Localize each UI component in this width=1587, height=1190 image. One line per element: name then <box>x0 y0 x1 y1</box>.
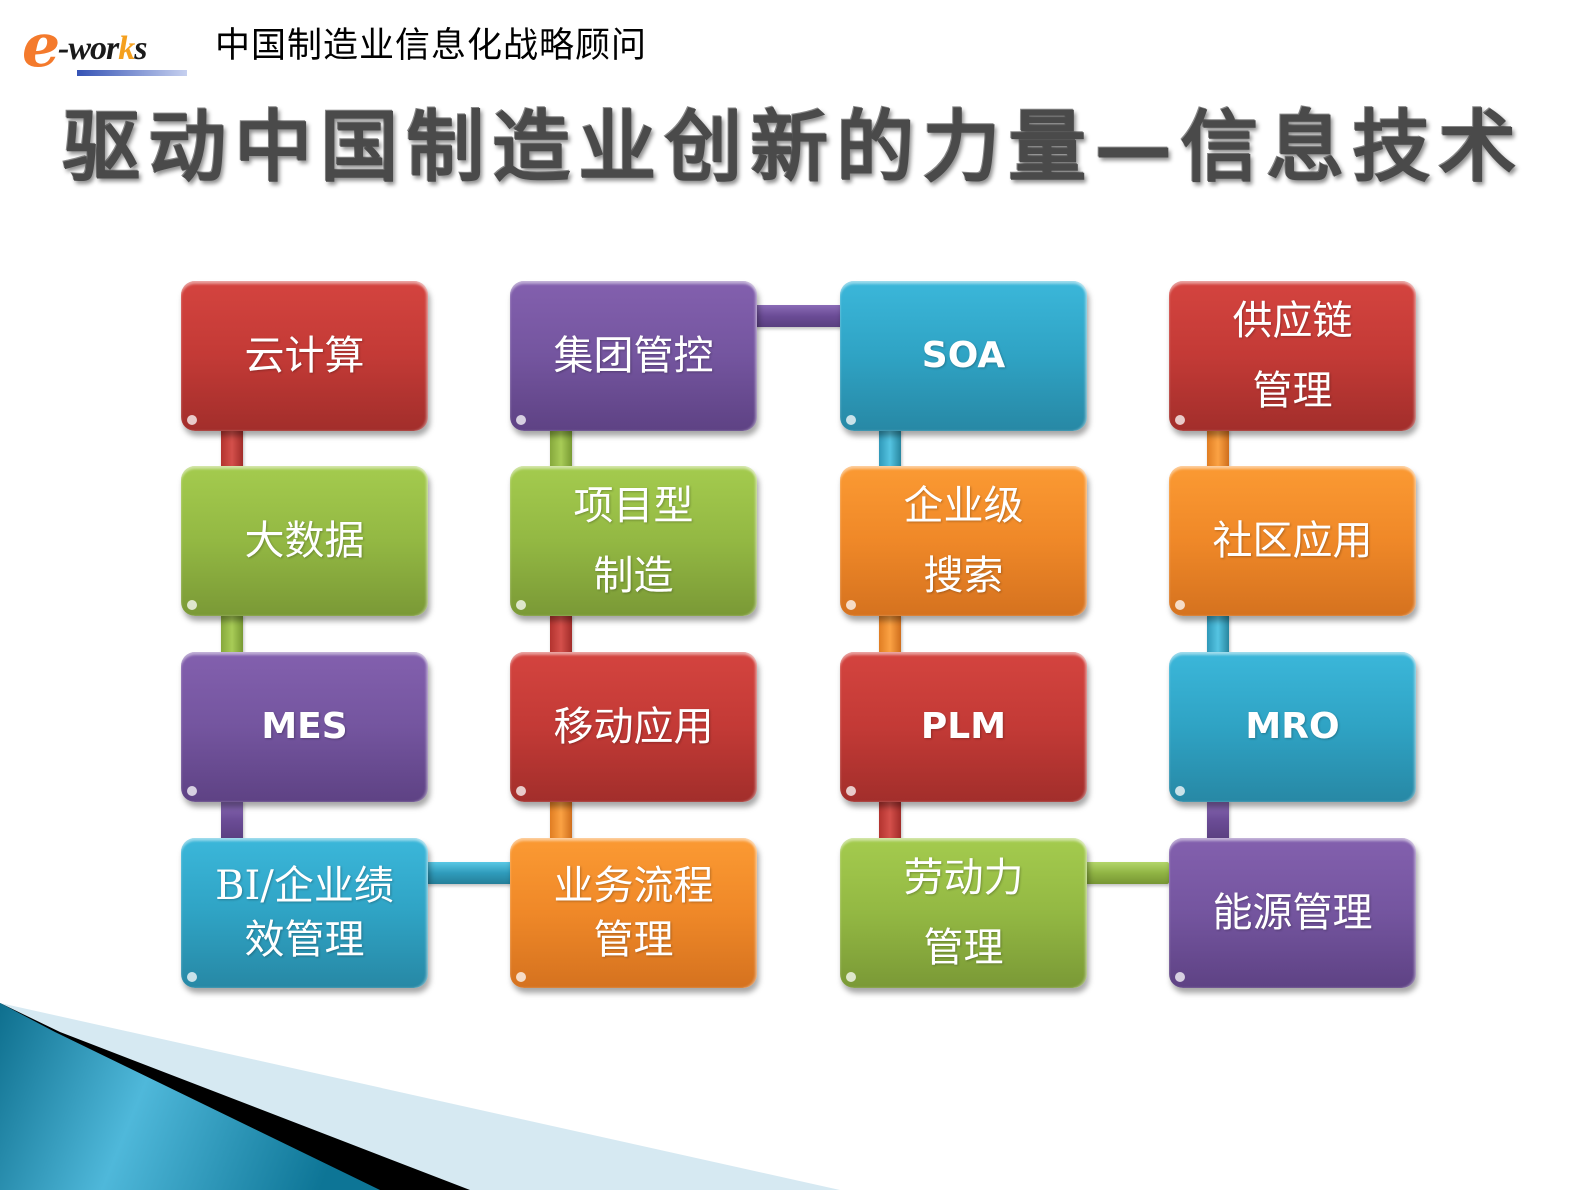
connector <box>879 614 901 654</box>
node-supply-chain: 供应链 管理 <box>1169 281 1416 431</box>
node-enterprise-search: 企业级 搜索 <box>840 466 1087 616</box>
connector <box>550 800 572 840</box>
connector <box>550 614 572 654</box>
node-label: 集团管控 <box>553 333 714 379</box>
logo-works-prefix: -wor <box>58 30 119 67</box>
node-label: MES <box>261 706 348 747</box>
node-soa: SOA <box>840 281 1087 431</box>
connector <box>1085 862 1169 884</box>
node-label: 云计算 <box>244 333 365 379</box>
logo-works-k: k <box>118 30 135 67</box>
connector <box>221 614 243 654</box>
logo-works-suffix: s <box>134 30 147 67</box>
node-label: 移动应用 <box>553 704 714 750</box>
node-big-data: 大数据 <box>181 466 428 616</box>
node-label: 企业级 搜索 <box>903 483 1024 599</box>
connector <box>755 305 842 327</box>
connector <box>879 800 901 840</box>
node-label: 劳动力 管理 <box>903 855 1024 971</box>
connector <box>221 428 243 468</box>
node-bi-performance: BI/企业绩 效管理 <box>181 838 428 988</box>
node-label: SOA <box>921 335 1006 376</box>
node-energy-management: 能源管理 <box>1169 838 1416 988</box>
slide-title: 驱动中国制造业创新的力量—信息技术 <box>62 103 1525 193</box>
node-label: 业务流程 管理 <box>553 863 714 963</box>
connector <box>1207 428 1229 468</box>
node-label: 供应链 管理 <box>1232 298 1353 414</box>
node-mes: MES <box>181 652 428 802</box>
eworks-logo: e -works <box>22 16 192 78</box>
connector <box>221 800 243 840</box>
node-label: PLM <box>920 706 1007 747</box>
logo-e: e <box>22 11 61 81</box>
node-workforce-management: 劳动力 管理 <box>840 838 1087 988</box>
connector <box>426 862 512 884</box>
logo-underline-bar <box>77 70 187 76</box>
connector <box>1207 800 1229 840</box>
connector <box>1207 614 1229 654</box>
node-label: 大数据 <box>244 518 365 564</box>
node-cloud-computing: 云计算 <box>181 281 428 431</box>
node-mobile-apps: 移动应用 <box>510 652 757 802</box>
node-label: 项目型 制造 <box>573 483 694 599</box>
node-label: 社区应用 <box>1212 518 1373 564</box>
node-plm: PLM <box>840 652 1087 802</box>
node-mro: MRO <box>1169 652 1416 802</box>
node-label: MRO <box>1245 706 1340 747</box>
node-project-manufacturing: 项目型 制造 <box>510 466 757 616</box>
connector <box>550 428 572 468</box>
node-label: BI/企业绩 效管理 <box>215 863 394 963</box>
node-group-control: 集团管控 <box>510 281 757 431</box>
node-community-apps: 社区应用 <box>1169 466 1416 616</box>
logo-works-text: -works <box>58 30 147 67</box>
node-label: 能源管理 <box>1212 890 1373 936</box>
connector <box>879 428 901 468</box>
node-bpm: 业务流程 管理 <box>510 838 757 988</box>
header-tagline: 中国制造业信息化战略顾问 <box>215 26 648 66</box>
